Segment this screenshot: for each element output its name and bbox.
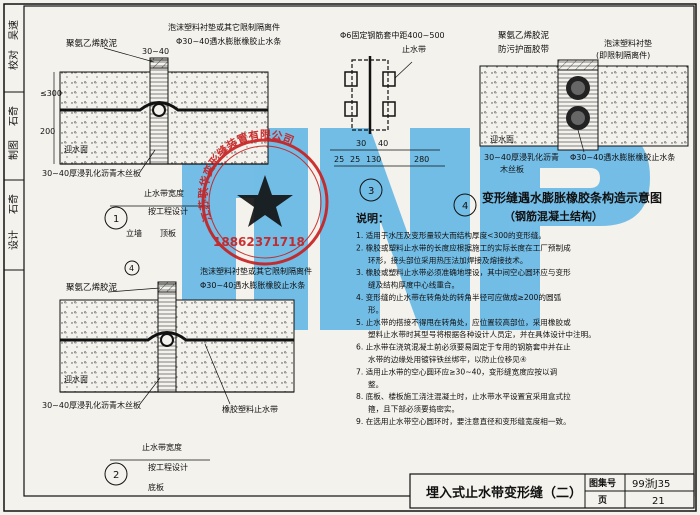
d4-caption-sub: （钢筋混凝土结构） xyxy=(504,209,603,223)
d3-label-waterstop: 止水带 xyxy=(402,44,426,54)
d1-dim-300: ≤300 xyxy=(40,89,62,98)
detail-2: 4 聚氨乙烯胶泥 泡沫塑料衬垫或其它限制隔离件 Φ30~40遇水膨胀橡胶止水条 … xyxy=(42,260,312,492)
d1-label-width: 止水带宽度 xyxy=(144,188,184,198)
note-line: 水带的边缘处用镀锌铁丝绑牢，以防止位移见④ xyxy=(368,354,527,364)
title-block: 埋入式止水带变形缝（二） 图集号 99浙J35 页 21 xyxy=(409,473,695,509)
d2-label-band: 橡胶塑料止水带 xyxy=(222,404,278,414)
side-column: 校对 吴速 制图 石奇 设计 石奇 xyxy=(4,6,25,271)
d1-label-roof: 顶板 xyxy=(160,228,176,238)
d2-callout-num: 2 xyxy=(113,470,119,481)
d1-label-woodboard: 30~40厚浸乳化沥青木丝板 xyxy=(42,168,141,178)
d3-callout-num: 3 xyxy=(368,186,374,197)
d1-label-gap: 30~40 xyxy=(142,47,169,56)
side-drawer-label: 制图 xyxy=(7,140,20,160)
note-line: 形。 xyxy=(368,305,383,314)
note-line: 7. 适用止水带的空心圆环应≥30~40，变形缝宽度应按以调 xyxy=(356,366,558,376)
side-designer-name: 石奇 xyxy=(7,194,20,214)
d4-label-isolation: (即限制隔离件) xyxy=(596,50,650,60)
d3-dim-30: 30 xyxy=(356,139,366,148)
note-line: 9. 在选用止水带空心圆环时，要注意直径和变形缝宽度相一致。 xyxy=(356,416,571,426)
d4-label-waterside: 迎水面 xyxy=(490,134,514,144)
note-line: 5. 止水带的搭接不得甩在转角处，应位置较高部位，采用橡胶或 xyxy=(356,317,571,327)
d3-dim-25a: 25 xyxy=(334,155,344,164)
watermark-logo xyxy=(182,128,650,330)
note-line: 4. 变形缝的止水带在转角处的转角半径可应做成≥200的圆弧 xyxy=(356,292,562,302)
d4-label-woodboard1: 30~40厚浸乳化沥青 xyxy=(484,152,559,162)
note-line: 1. 适用于水压及变形量较大而结构厚度<300的变形缝。 xyxy=(356,230,546,240)
page-frame xyxy=(3,3,697,512)
d1-dim-200: 200 xyxy=(40,127,55,136)
detail-4: 聚氨乙烯胶泥 防污护面胶带 泡沫塑料衬垫 (即限制隔离件) 迎水面 30~40厚… xyxy=(453,30,689,223)
d2-label-design: 按工程设计 xyxy=(148,462,188,472)
d2-label-woodboard: 30~40厚浸乳化沥青木丝板 xyxy=(42,400,141,410)
d1-callout-num: 1 xyxy=(113,214,119,225)
d2-label-foam: 泡沫塑料衬垫或其它限制隔离件 xyxy=(200,266,312,276)
d2-label-floor: 底板 xyxy=(148,482,164,492)
d3-dim-25b: 25 xyxy=(350,155,360,164)
note-line: 6. 止水带在浇筑混凝土前必须要易固定于专用的钢筋套中并在止 xyxy=(356,342,571,352)
note-line: 缝及结构厚度中心线重合。 xyxy=(368,280,459,290)
side-designer-label: 设计 xyxy=(7,230,20,250)
notes: 说明： xyxy=(356,211,389,225)
d1-label-wall: 立墙 xyxy=(126,228,142,238)
detail-3: Φ6固定钢筋套中距400~500 止水带 30 40 25 25 130 280… xyxy=(330,30,445,202)
d2-label-waterstop: Φ30~40遇水膨胀橡胶止水条 xyxy=(200,280,305,290)
d4-label-woodboard2: 木丝板 xyxy=(500,164,524,174)
page-label: 页 xyxy=(598,495,607,506)
title-main: 埋入式止水带变形缝（二） xyxy=(426,485,582,501)
d1-label-foam: 泡沫塑料衬垫或其它限制隔离件 xyxy=(168,22,280,32)
d1-label-waterside: 迎水面 xyxy=(64,144,88,154)
d1-label-sealant: 聚氨乙烯胶泥 xyxy=(66,38,118,49)
d1-label-design: 按工程设计 xyxy=(148,206,188,216)
d2-label-sealant: 聚氨乙烯胶泥 xyxy=(66,282,118,293)
side-reviewer-name: 吴速 xyxy=(8,20,20,40)
note-line: 塑料止水带时其型号将根据各种设计人员定，并在具体设计中注明。 xyxy=(368,329,596,339)
d2-mini-callout: 4 xyxy=(129,264,134,273)
notes-list: 1. 适用于水压及变形量较大而结构厚度<300的变形缝。 2. 橡胶或塑料止水带的… xyxy=(356,230,596,426)
d3-dim-130: 130 xyxy=(366,155,381,164)
side-reviewer-label: 校对 xyxy=(7,50,20,70)
d2-label-waterside: 迎水面 xyxy=(64,374,88,384)
note-line: 环形，接头部位采用热压法加焊接及熔接技术。 xyxy=(368,255,527,265)
stamp-phone: 18862371718 xyxy=(213,235,305,249)
d3-label-rebar: Φ6固定钢筋套中距400~500 xyxy=(340,30,445,40)
side-drawer-name: 石奇 xyxy=(7,106,20,126)
d4-label-tape: 防污护面胶带 xyxy=(498,44,550,55)
d4-caption: 变形缝遇水膨胀橡胶条构造示意图 xyxy=(482,190,662,205)
atlas-label: 图集号 xyxy=(589,477,616,489)
d4-label-sealant: 聚氨乙烯胶泥 xyxy=(498,30,550,41)
note-line: 整。 xyxy=(368,379,383,389)
atlas-number: 99浙J35 xyxy=(632,478,670,490)
note-line: 2. 橡胶或塑料止水带的长度应根据施工的实际长度在工厂预制成 xyxy=(356,242,571,252)
d4-callout-num: 4 xyxy=(462,201,468,212)
d1-callout xyxy=(104,206,128,230)
d3-dim-40: 40 xyxy=(378,139,388,148)
note-line: 8. 底板、楼板施工浇注混凝土时，止水带水平设置宜采用盒式拉 xyxy=(356,391,571,401)
d4-label-foam: 泡沫塑料衬垫 xyxy=(604,38,652,48)
note-line: 3. 橡胶或塑料止水带必须准确地埋设，其中间空心圆环应与变形 xyxy=(356,267,571,277)
page-number: 21 xyxy=(652,496,665,507)
detail-1: 聚氨乙烯胶泥 30~40 泡沫塑料衬垫或其它限制隔离件 Φ30~40遇水膨胀橡胶… xyxy=(40,22,281,238)
notes-heading: 说明： xyxy=(356,211,389,225)
d1-label-waterstop: Φ30~40遇水膨胀橡胶止水条 xyxy=(176,36,281,46)
d2-label-width: 止水带宽度 xyxy=(142,442,182,452)
d3-dim-280: 280 xyxy=(414,155,429,164)
note-line: 箍，且下部必须要捣密实。 xyxy=(368,404,459,414)
d4-label-waterstop: Φ30~40遇水膨胀橡胶止水条 xyxy=(570,152,675,162)
